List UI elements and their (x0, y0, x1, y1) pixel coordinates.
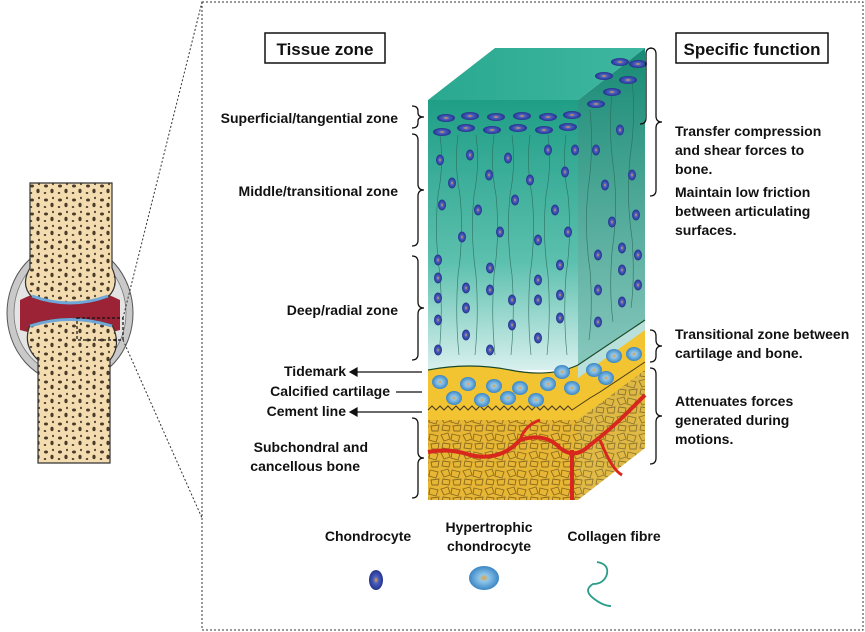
bone-layer (428, 420, 578, 500)
cement-line-label: Cement line (267, 403, 347, 419)
superficial-chondrocytes (433, 58, 647, 136)
legend-hypertrophic-label-1: Hypertrophic (445, 519, 532, 535)
function-2-line-1: Transitional zone between (675, 326, 849, 342)
main-panel (201, 1, 864, 631)
function-2-line-2: cartilage and bone. (675, 345, 803, 361)
middle-zone-label: Middle/transitional zone (239, 183, 399, 199)
right-brackets (639, 47, 663, 465)
legend-chondrocyte-icon (369, 570, 383, 590)
superficial-zone-label: Superficial/tangential zone (221, 110, 399, 126)
deep-chondrocytes (434, 242, 642, 356)
subchondral-label-line2: cancellous bone (250, 458, 360, 474)
calcified-cartilage-label: Calcified cartilage (270, 383, 390, 399)
function-1-line-6: surfaces. (675, 222, 736, 238)
blood-vessel (427, 393, 647, 459)
top-surface (428, 48, 645, 100)
function-1-line-5: between articulating (675, 203, 810, 219)
function-1-line-3: bone. (675, 161, 712, 177)
function-1-line-4: Maintain low friction (675, 184, 810, 200)
hypertrophic-chondrocytes (432, 347, 642, 407)
tidemark-label: Tidemark (284, 363, 346, 379)
left-brackets (411, 105, 425, 499)
specific-function-header: Specific function (684, 40, 821, 59)
legend-hypertrophic-label-2: chondrocyte (447, 538, 531, 554)
tissue-zone-header: Tissue zone (277, 40, 374, 59)
specific-function-header-box (675, 32, 829, 64)
function-3-line-2: generated during (675, 412, 789, 428)
function-3-line-3: motions. (675, 431, 733, 447)
joint-illustration (6, 182, 134, 464)
legend-collagen-icon (587, 561, 612, 607)
label-arrows (348, 366, 422, 418)
zoom-line-top (122, 1, 203, 319)
function-1-line-1: Transfer compression (675, 123, 821, 139)
tissue-zone-header-box (264, 32, 386, 64)
deep-zone-label: Deep/radial zone (287, 302, 398, 318)
cement-line-zigzag (427, 361, 646, 411)
cartilage-block (427, 48, 647, 500)
legend-collagen-label: Collagen fibre (567, 528, 661, 544)
function-3-line-1: Attenuates forces (675, 393, 793, 409)
collagen-fibres (436, 77, 634, 356)
legend-hypertrophic-icon (469, 566, 499, 590)
legend-chondrocyte-label: Chondrocyte (325, 528, 412, 544)
zoom-box (76, 317, 124, 341)
function-1-line-2: and shear forces to (675, 142, 804, 158)
subchondral-label-line1: Subchondral and (254, 439, 368, 455)
zoom-line-bottom (122, 339, 203, 519)
middle-chondrocytes (436, 124, 640, 246)
legend: Chondrocyte Hypertrophic chondrocyte Col… (325, 519, 661, 607)
